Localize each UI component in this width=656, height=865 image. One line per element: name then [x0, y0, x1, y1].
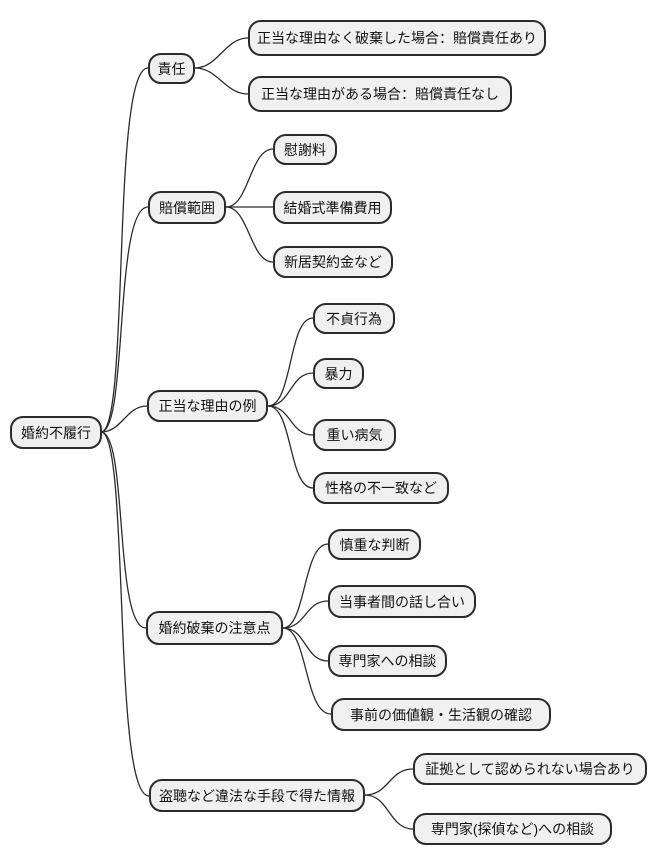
- leaf-breach-with-valid-reason: 正当な理由がある場合：賠償責任なし: [248, 76, 512, 112]
- connector-b3-l4: [267, 405, 314, 489]
- connector-b2-l1: [225, 148, 274, 208]
- leaf-discussion-between-parties: 当事者間の話し合い: [328, 585, 476, 618]
- leaf-wedding-preparation-costs: 結婚式準備費用: [273, 191, 392, 224]
- connector-b4-l3: [282, 627, 329, 662]
- branch-compensation-scope: 賠償範囲: [148, 191, 226, 224]
- connector-b1-l1: [194, 37, 249, 69]
- leaf-consult-expert-detective: 専門家(探偵など)への相談: [413, 813, 612, 845]
- leaf-personality-mismatch: 性格の不一致など: [313, 472, 449, 504]
- branch-engagement-breakup-cautions: 婚約破棄の注意点: [146, 611, 283, 645]
- connector-b3-l2: [267, 372, 314, 407]
- leaf-careful-judgment: 慎重な判断: [328, 529, 421, 560]
- connector-b2-l3: [225, 206, 274, 263]
- connector-root-compensation-scope: [100, 206, 149, 433]
- leaf-confirm-values-beforehand: 事前の価値観・生活観の確認: [331, 698, 551, 731]
- connector-b5-l2: [364, 794, 414, 830]
- connector-root-breakup-cautions: [100, 431, 147, 629]
- connector-b3-l1: [267, 317, 314, 407]
- connector-b4-l4: [282, 627, 332, 715]
- connector-root-illegal-information: [100, 431, 150, 797]
- connector-root-valid-reason-examples: [100, 405, 148, 433]
- leaf-new-home-contract-money: 新居契約金など: [273, 246, 393, 278]
- branch-valid-reason-examples: 正当な理由の例: [147, 390, 268, 422]
- connector-b4-l2: [282, 600, 329, 629]
- leaf-serious-illness: 重い病気: [313, 419, 396, 451]
- leaf-consolation-money: 慰謝料: [273, 134, 337, 165]
- leaf-violence: 暴力: [313, 358, 364, 389]
- leaf-breach-without-valid-reason: 正当な理由なく破棄した場合：賠償責任あり: [248, 20, 546, 56]
- leaf-infidelity: 不貞行為: [313, 303, 395, 334]
- connector-b5-l1: [364, 768, 414, 796]
- leaf-consult-expert: 専門家への相談: [328, 645, 447, 677]
- branch-responsibility: 責任: [148, 53, 195, 84]
- connector-root-responsibility: [100, 67, 149, 433]
- connector-b1-l2: [194, 67, 249, 95]
- node-root: 婚約不履行: [10, 416, 102, 449]
- connector-b3-l3: [267, 405, 314, 436]
- connector-b4-l1: [282, 543, 329, 629]
- leaf-may-not-be-admissible-evidence: 証拠として認められない場合あり: [413, 753, 647, 785]
- branch-illegally-obtained-information: 盗聴など違法な手段で得た情報: [149, 779, 365, 812]
